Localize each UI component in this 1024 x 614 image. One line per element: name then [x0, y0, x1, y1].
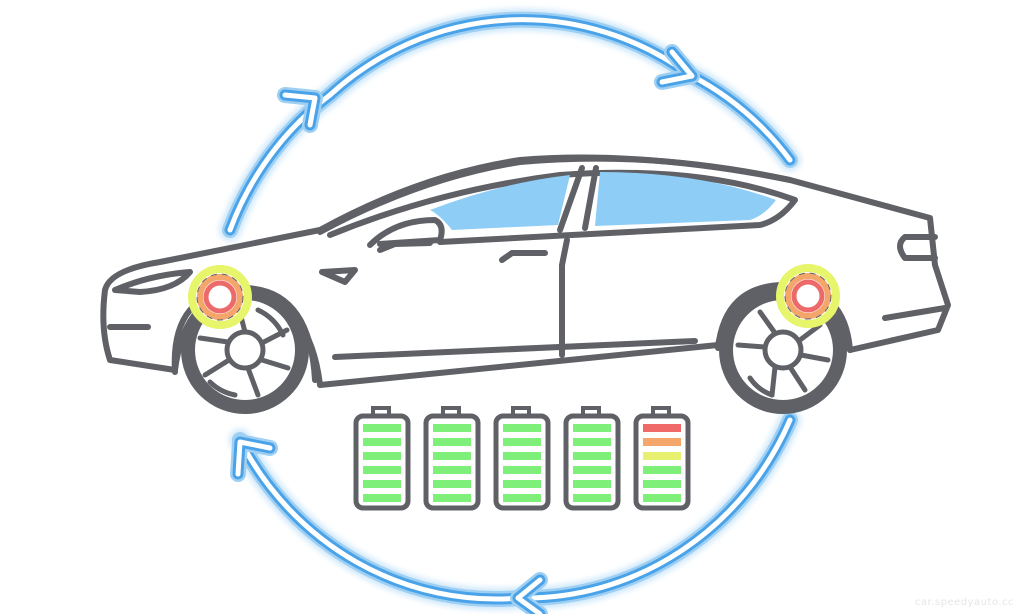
battery-bar	[573, 480, 611, 488]
cycle-arrow-icon	[654, 44, 700, 90]
rear-window	[595, 172, 776, 226]
battery-bar	[363, 480, 401, 488]
battery-bar	[643, 452, 681, 460]
battery-bar	[363, 466, 401, 474]
front-brake-highlight	[188, 265, 252, 329]
battery-bar	[573, 424, 611, 432]
battery-bar	[433, 494, 471, 502]
battery-bar	[643, 494, 681, 502]
battery-bar	[503, 494, 541, 502]
battery-icon	[563, 406, 621, 511]
battery-bar	[643, 438, 681, 446]
watermark: car.speedyauto.cc	[914, 597, 1014, 608]
battery-bar	[363, 438, 401, 446]
battery-icon	[423, 406, 481, 511]
battery-icon	[493, 406, 551, 511]
battery-bar	[433, 452, 471, 460]
cycle-arrow-icon	[277, 87, 323, 133]
battery-bar	[363, 494, 401, 502]
battery-icon	[353, 406, 411, 511]
battery-bar	[503, 452, 541, 460]
battery-row	[353, 406, 691, 511]
battery-bar	[433, 424, 471, 432]
battery-bar	[433, 438, 471, 446]
battery-bar	[433, 480, 471, 488]
battery-bar	[643, 466, 681, 474]
energy-cycle-ring	[219, 8, 801, 614]
battery-bar	[363, 452, 401, 460]
battery-bar	[643, 480, 681, 488]
cycle-arrow-icon	[230, 434, 278, 482]
battery-bar	[503, 424, 541, 432]
battery-bar	[433, 466, 471, 474]
battery-bar	[503, 438, 541, 446]
battery-bar	[503, 466, 541, 474]
battery-bar	[573, 452, 611, 460]
battery-bar	[573, 466, 611, 474]
battery-bar	[363, 424, 401, 432]
cycle-arrow-icon	[510, 572, 548, 614]
battery-bar	[573, 494, 611, 502]
battery-bar	[573, 438, 611, 446]
battery-bar	[503, 480, 541, 488]
battery-icon	[633, 406, 691, 511]
battery-bar	[643, 424, 681, 432]
front-window	[430, 175, 570, 230]
rear-brake-highlight	[776, 264, 840, 328]
